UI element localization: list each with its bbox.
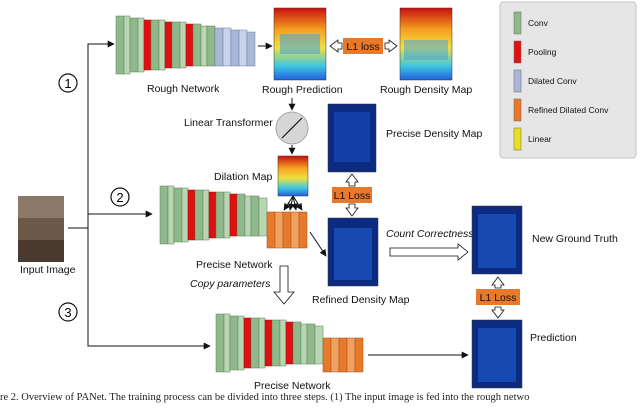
rough-prediction-label: Rough Prediction [262, 84, 343, 96]
prediction-map [471, 319, 523, 389]
copy-parameters-label: Copy parameters [190, 278, 271, 290]
step-circle-3: 3 [58, 302, 78, 322]
new-ground-truth-label: New Ground Truth [532, 233, 618, 245]
l1-loss-middle: L1 Loss [332, 173, 372, 217]
legend-label-conv: Conv [528, 18, 549, 28]
precise-density-map [327, 103, 377, 173]
linear-transformer-label: Linear Transformer [184, 117, 273, 129]
l1-loss-middle-text: L1 Loss [334, 190, 371, 202]
count-correctness-label: Count Correctness [386, 228, 474, 240]
arrow-to-refined-density-map [309, 231, 327, 257]
input-image [18, 196, 64, 262]
legend-swatch-dilated-conv [513, 69, 522, 93]
l1-loss-top: L1 loss [329, 38, 398, 54]
rough-prediction-map [273, 7, 327, 81]
rough-network [115, 15, 256, 75]
l1-loss-right: L1 Loss [476, 276, 520, 319]
precise-network-top [159, 185, 308, 249]
legend-label-refined-dilated-conv: Refined Dilated Conv [528, 105, 609, 115]
step-2-number: 2 [116, 190, 123, 205]
step-circle-1: 1 [58, 73, 78, 93]
refined-density-map [327, 217, 379, 287]
legend-label-linear: Linear [528, 134, 552, 144]
prediction-label: Prediction [530, 332, 577, 344]
input-image-label: Input Image [20, 264, 76, 276]
legend-swatch-conv [513, 11, 522, 35]
linear-transformer-node [275, 111, 309, 145]
precise-network-top-label: Precise Network [196, 259, 273, 271]
step-3-number: 3 [64, 305, 71, 320]
count-correctness-arrow [389, 243, 469, 261]
legend-label-pooling: Pooling [528, 47, 557, 57]
precise-network-bottom [215, 313, 364, 373]
new-ground-truth-map [471, 205, 523, 275]
figure-caption: re 2. Overview of PANet. The training pr… [0, 392, 530, 403]
rough-density-map [399, 7, 453, 81]
refined-density-map-label: Refined Density Map [312, 294, 410, 306]
precise-density-map-label: Precise Density Map [386, 128, 482, 140]
rough-net-layer-stack [115, 15, 256, 75]
precise-network-bottom-label: Precise Network [254, 380, 331, 392]
dilation-map [277, 155, 309, 197]
legend-label-dilated-conv: Dilated Conv [528, 76, 577, 86]
dilation-arrows [283, 195, 303, 211]
rough-network-label: Rough Network [147, 83, 220, 95]
step-circle-2: 2 [110, 187, 130, 207]
step-1-number: 1 [64, 76, 71, 91]
dilation-map-label: Dilation Map [214, 171, 273, 183]
rough-density-map-label: Rough Density Map [380, 84, 472, 96]
l1-loss-top-text: L1 loss [346, 41, 379, 53]
legend-swatch-pooling [513, 40, 522, 64]
legend-swatch-linear [513, 127, 522, 151]
l1-loss-right-text: L1 Loss [480, 292, 517, 304]
copy-parameters-arrow [273, 265, 295, 305]
legend-swatch-refined-dilated-conv [513, 98, 522, 122]
connector-lines [68, 40, 211, 350]
